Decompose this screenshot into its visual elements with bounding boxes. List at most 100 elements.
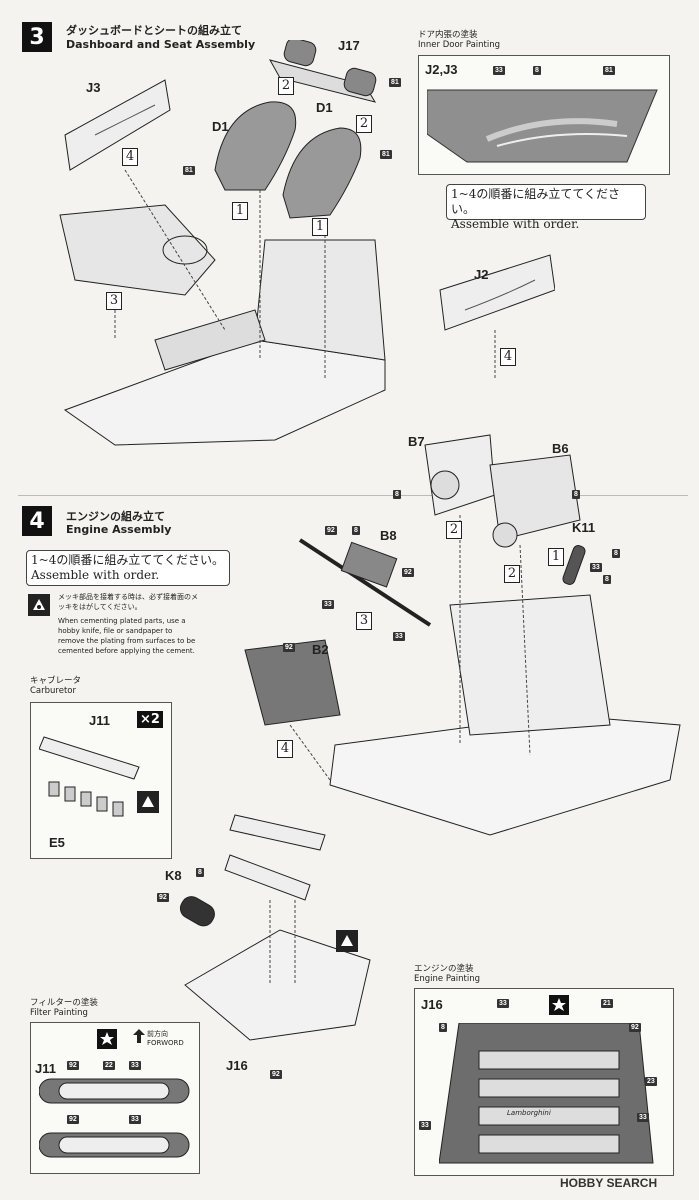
step-number-4: 4 [22, 506, 52, 536]
seq-3-b8: 3 [356, 612, 372, 630]
step3-order-note-en: Assemble with order. [451, 217, 580, 231]
carburetor-drawing [39, 736, 140, 817]
plating-warning-icon [28, 594, 50, 616]
engine-part-j16: J16 [421, 997, 443, 1012]
filter-drawing-bottom [39, 1132, 190, 1158]
engine-star-icon [549, 995, 569, 1015]
inner-door-code-33: 33 [493, 66, 505, 75]
filter-code-33a: 33 [129, 1061, 141, 1070]
code-92-b8: 92 [325, 526, 337, 535]
carb-part-j11: J11 [89, 713, 110, 728]
carburetor-box: J11 ×2 E5 [30, 702, 172, 859]
paint-81-d1-left: 81 [183, 166, 195, 175]
part-d1-left-label: D1 [212, 119, 229, 134]
step4-order-note-jp: 1~4の順番に組み立ててください。 [31, 553, 224, 567]
code-92-b8b: 92 [402, 568, 414, 577]
part-k8-label: K8 [165, 868, 182, 883]
engine-code-92: 92 [629, 1023, 641, 1032]
seq-4-j2: 4 [500, 348, 516, 366]
filter-part-j11: J11 [35, 1061, 56, 1076]
code-8-b6: 8 [572, 490, 580, 499]
code-8-k11-b: 8 [603, 575, 611, 584]
plating-note-en: When cementing plated parts, use a hobby… [58, 617, 196, 655]
carb-multiplier: ×2 [137, 711, 163, 728]
seq-1-k11: 1 [548, 548, 564, 566]
step3-order-note: 1~4の順番に組み立ててください。 Assemble with order. [446, 184, 646, 231]
code-92-j16: 92 [270, 1070, 282, 1079]
seq-2-b6: 2 [504, 565, 520, 583]
inner-door-title-en: Inner Door Painting [418, 40, 501, 50]
code-92-k8: 92 [157, 893, 169, 902]
inner-door-title-jp: ドア内張の塗装 [418, 30, 478, 40]
hobby-search-watermark: HOBBY SEARCH [560, 1176, 658, 1190]
step3-order-note-jp: 1~4の順番に組み立ててください。 [451, 187, 620, 216]
part-j3-label: J3 [86, 80, 101, 95]
step4-order-note-en: Assemble with order. [31, 568, 160, 582]
code-8-b7: 8 [393, 490, 401, 499]
part-k11-label: K11 [572, 520, 596, 535]
forward-label-jp: 前方向 [147, 1030, 168, 1038]
engine-code-8: 8 [439, 1023, 447, 1032]
filter-title-en: Filter Painting [30, 1008, 88, 1018]
engine-code-33-right: 33 [637, 1113, 649, 1122]
code-33-b8b: 33 [393, 632, 405, 641]
carb-part-e5: E5 [49, 835, 65, 850]
seq-3-dashboard: 3 [106, 292, 122, 310]
part-b7-label: B7 [408, 434, 425, 449]
part-j2-label: J2 [474, 267, 489, 282]
seq-1-d1-right: 1 [312, 218, 328, 236]
paint-81-d1-right: 81 [380, 150, 392, 159]
part-j17-label: J17 [338, 38, 360, 53]
plating-icon-engine [336, 930, 358, 952]
part-j16-label: J16 [226, 1058, 248, 1073]
filter-code-92b: 92 [67, 1115, 79, 1124]
part-b2-label: B2 [312, 642, 329, 657]
engine-code-33-left: 33 [419, 1121, 431, 1130]
code-8-b8: 8 [352, 526, 360, 535]
code-92-b2: 92 [283, 643, 295, 652]
engine-block-drawing [439, 1023, 654, 1164]
seq-2-j17-left: 2 [278, 77, 294, 95]
star-icon [97, 1029, 117, 1049]
step-divider [18, 495, 688, 496]
step3-title-jp: ダッシュボードとシートの組み立て [66, 24, 242, 37]
step3-assembly-drawing [59, 40, 555, 446]
seq-2-j17-right: 2 [356, 115, 372, 133]
step4-title-jp: エンジンの組み立て [66, 510, 165, 523]
plating-note-jp: メッキ部品を接着する時は、必ず接着面のメッキをはがしてください。 [58, 593, 198, 611]
carb-title-jp: キャブレータ [30, 676, 82, 686]
engine-painting-box: J16 Lamborghini 33 21 8 92 23 33 33 [414, 988, 674, 1176]
inner-door-code-81: 81 [603, 66, 615, 75]
filter-code-22a: 22 [103, 1061, 115, 1070]
seq-4-j3: 4 [122, 148, 138, 166]
inner-door-drawing [427, 89, 658, 163]
filter-painting-box: 前方向 FORWORD J11 92 22 33 92 33 [30, 1022, 200, 1174]
step-number-3: 3 [22, 22, 52, 52]
step3-title-en: Dashboard and Seat Assembly [66, 38, 256, 51]
inner-door-painting-box: J2,J3 33 8 81 [418, 55, 670, 175]
code-8-k8: 8 [196, 868, 204, 877]
forward-arrow-icon [133, 1029, 145, 1043]
code-33-k11: 33 [590, 563, 602, 572]
filter-drawing-top [39, 1078, 190, 1104]
step4-assembly-drawing [179, 434, 681, 1041]
seq-2-b7: 2 [446, 521, 462, 539]
seq-4-b2: 4 [277, 740, 293, 758]
carb-title-en: Carburetor [30, 686, 76, 696]
engine-paint-title-en: Engine Painting [414, 974, 481, 984]
engine-code-23: 23 [645, 1077, 657, 1086]
engine-code-33-top: 33 [497, 999, 509, 1008]
paint-81-j17: 81 [389, 78, 401, 87]
engine-code-21: 21 [601, 999, 613, 1008]
code-8-k11-a: 8 [612, 549, 620, 558]
code-33-b8a: 33 [322, 600, 334, 609]
forward-label-en: FORWORD [147, 1039, 184, 1047]
plating-icon-carb [137, 791, 159, 813]
filter-title-jp: フィルターの塗装 [30, 998, 98, 1008]
inner-door-part: J2,J3 [425, 62, 458, 77]
j17-part-drawing [268, 40, 377, 103]
filter-code-33b: 33 [129, 1115, 141, 1124]
part-b6-label: B6 [552, 441, 569, 456]
seq-1-d1-left: 1 [232, 202, 248, 220]
part-b8-label: B8 [380, 528, 397, 543]
